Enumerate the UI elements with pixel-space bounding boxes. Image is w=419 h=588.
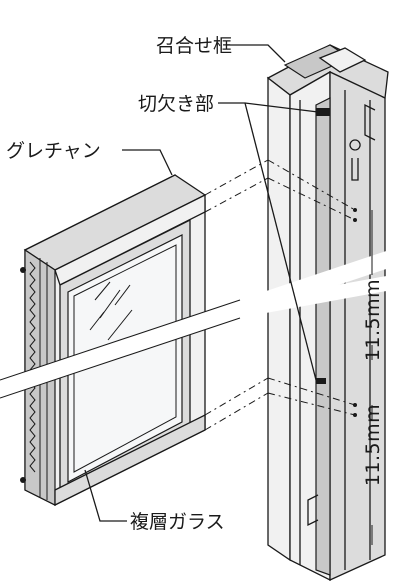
glass-sash-unit	[20, 174, 207, 507]
alignment-line	[204, 159, 269, 196]
dimension-lower-label: 11.5mm	[362, 404, 384, 486]
notch-upper-mark	[316, 108, 330, 116]
label-glazing-channel: グレチャン	[6, 140, 101, 162]
frame-back-column	[267, 76, 291, 562]
keyhole-slot-icon	[349, 139, 361, 181]
label-meeting-frame: 召合せ框	[156, 35, 232, 57]
label-double-glass: 複層ガラス	[130, 511, 225, 533]
leader-glazing-channel	[122, 149, 173, 176]
break-band-upper	[0, 240, 419, 398]
leader-meeting-frame	[226, 44, 286, 63]
label-notch: 切欠き部	[138, 93, 214, 115]
glass-pane	[67, 234, 183, 483]
serrated-edge	[29, 261, 36, 473]
notch-lower-mark	[316, 378, 326, 384]
leader-double-glass	[84, 469, 127, 522]
meeting-frame-profile	[266, 44, 389, 582]
dimension-upper-label: 11.5mm	[362, 279, 384, 361]
